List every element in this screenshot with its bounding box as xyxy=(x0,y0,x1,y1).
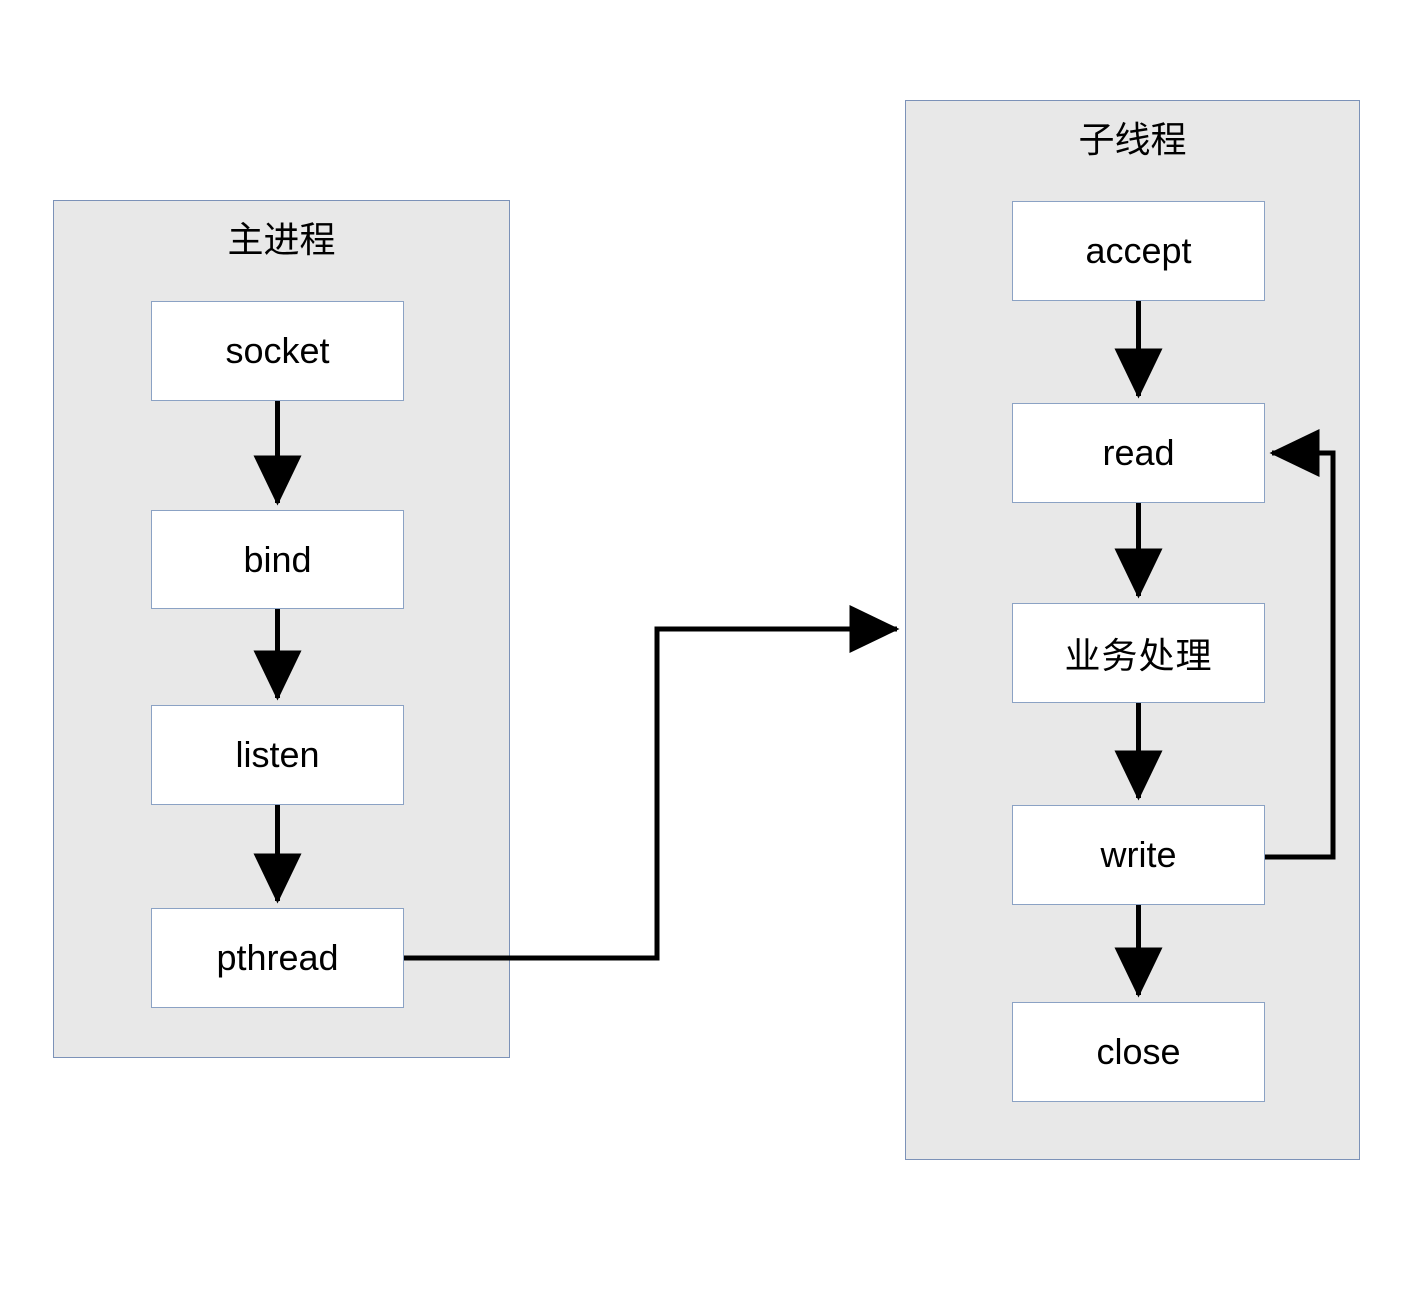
group-child-thread-title: 子线程 xyxy=(1078,119,1187,160)
node-business-processing[interactable]: 业务处理 xyxy=(1012,603,1265,703)
node-read[interactable]: read xyxy=(1012,403,1265,503)
group-main-process-title: 主进程 xyxy=(227,219,336,260)
arrow-pthread-to-child-thread xyxy=(404,605,900,961)
node-pthread[interactable]: pthread xyxy=(151,908,404,1008)
node-bind[interactable]: bind xyxy=(151,510,404,609)
node-socket[interactable]: socket xyxy=(151,301,404,401)
node-write[interactable]: write xyxy=(1012,805,1265,905)
node-listen[interactable]: listen xyxy=(151,705,404,805)
arrow-write-to-read-loop xyxy=(1265,429,1336,860)
node-close[interactable]: close xyxy=(1012,1002,1265,1102)
node-accept[interactable]: accept xyxy=(1012,201,1265,301)
